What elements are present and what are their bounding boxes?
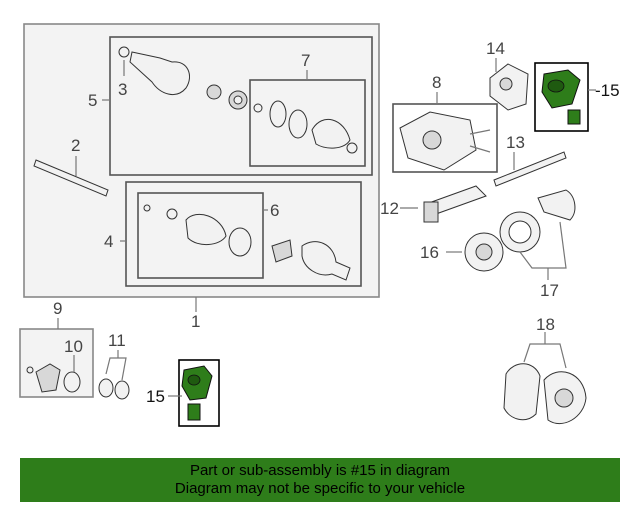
callout-18: 18 xyxy=(536,315,555,334)
callout-9: 9 xyxy=(53,299,62,318)
small-kit-part xyxy=(26,363,81,393)
diff-cover-part xyxy=(503,363,587,425)
diff-case-part xyxy=(464,232,504,272)
callout-13: 13 xyxy=(506,133,525,152)
outer-cv-joint-part xyxy=(118,46,248,110)
info-banner: Part or sub-assembly is #15 in diagram D… xyxy=(20,458,620,502)
housing-box xyxy=(392,103,498,173)
inner-joint-part xyxy=(143,204,351,281)
axle-shaft-part xyxy=(33,156,109,197)
inner-boot-box xyxy=(137,192,264,279)
callout-6: 6 xyxy=(270,201,279,220)
outer-joint-box xyxy=(109,36,373,176)
retainer-rings-part xyxy=(98,378,130,400)
boot-kit-part xyxy=(253,100,358,154)
callout-15-top: -15 xyxy=(595,81,620,100)
callout-14: 14 xyxy=(486,39,505,58)
inner-joint-box xyxy=(125,181,362,287)
axle-tube-part xyxy=(423,185,487,223)
callout-4: 4 xyxy=(104,232,113,251)
bracket-part xyxy=(489,63,529,111)
highlighted-part-15-bottom xyxy=(181,365,213,421)
callout-17: 17 xyxy=(540,281,559,300)
banner-line-1: Part or sub-assembly is #15 in diagram xyxy=(189,462,451,479)
callout-5: 5 xyxy=(88,91,97,110)
highlighted-part-15-top xyxy=(541,69,581,125)
callout-2: 2 xyxy=(71,136,80,155)
callout-8: 8 xyxy=(432,73,441,92)
callout-7: 7 xyxy=(301,51,310,70)
ring-pinion-part xyxy=(499,189,576,253)
callout-16: 16 xyxy=(420,243,439,262)
diff-housing-part xyxy=(399,111,491,171)
pinion-shaft-part xyxy=(493,151,567,187)
callout-12: 12 xyxy=(380,199,399,218)
callout-10: 10 xyxy=(64,337,83,356)
callout-3: 3 xyxy=(118,80,127,99)
callout-15-bottom: 15 xyxy=(146,387,165,406)
callout-11: 11 xyxy=(108,331,126,350)
callout-1: 1 xyxy=(191,312,200,331)
banner-line-2: Diagram may not be specific to your vehi… xyxy=(174,480,466,497)
